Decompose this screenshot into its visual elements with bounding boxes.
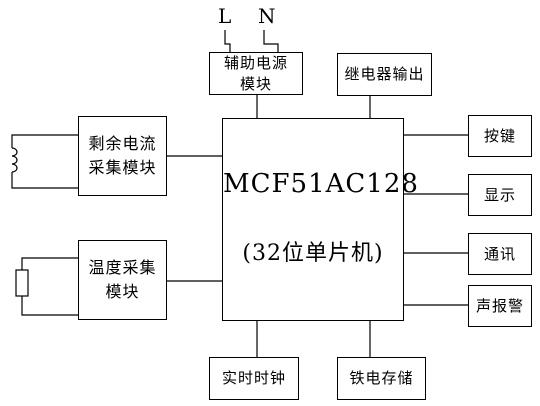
relay-output-block: 继电器输出 (337, 53, 432, 96)
power-label-n: N (258, 4, 276, 28)
temperature-label: 温度采集 模块 (88, 258, 157, 301)
power-label-l: L (218, 4, 232, 28)
alarm-block: 声报警 (468, 285, 532, 327)
power-wire-l (224, 30, 231, 52)
power-wire-n (263, 30, 279, 52)
current-transformer-symbol (11, 134, 78, 189)
aux-power-module: 辅助电源 模块 (209, 52, 303, 95)
keys-label: 按键 (483, 126, 516, 145)
residual-current-label: 剩余电流 采集模块 (88, 134, 157, 177)
comm-label: 通讯 (483, 244, 516, 263)
aux-power-label: 辅助电源 模块 (223, 53, 288, 93)
rtc-block: 实时时钟 (209, 357, 299, 400)
display-block: 显示 (468, 174, 532, 216)
keys-block: 按键 (468, 115, 532, 157)
alarm-label: 声报警 (475, 296, 524, 315)
display-label: 显示 (483, 185, 516, 204)
mcu-subtitle: (32位单片机) (242, 241, 384, 266)
comm-block: 通讯 (468, 233, 532, 275)
fram-block: 铁电存储 (337, 357, 426, 400)
rtc-label: 实时时钟 (221, 369, 286, 387)
fram-label: 铁电存储 (349, 369, 414, 387)
relay-output-label: 继电器输出 (344, 65, 425, 83)
mcu-block: MCF51AC128 (32位单片机) (222, 118, 419, 321)
temperature-module: 温度采集 模块 (78, 240, 167, 320)
temperature-sensor-symbol (15, 257, 78, 316)
mcu-title: MCF51AC128 (223, 169, 419, 199)
residual-current-module: 剩余电流 采集模块 (78, 116, 167, 196)
